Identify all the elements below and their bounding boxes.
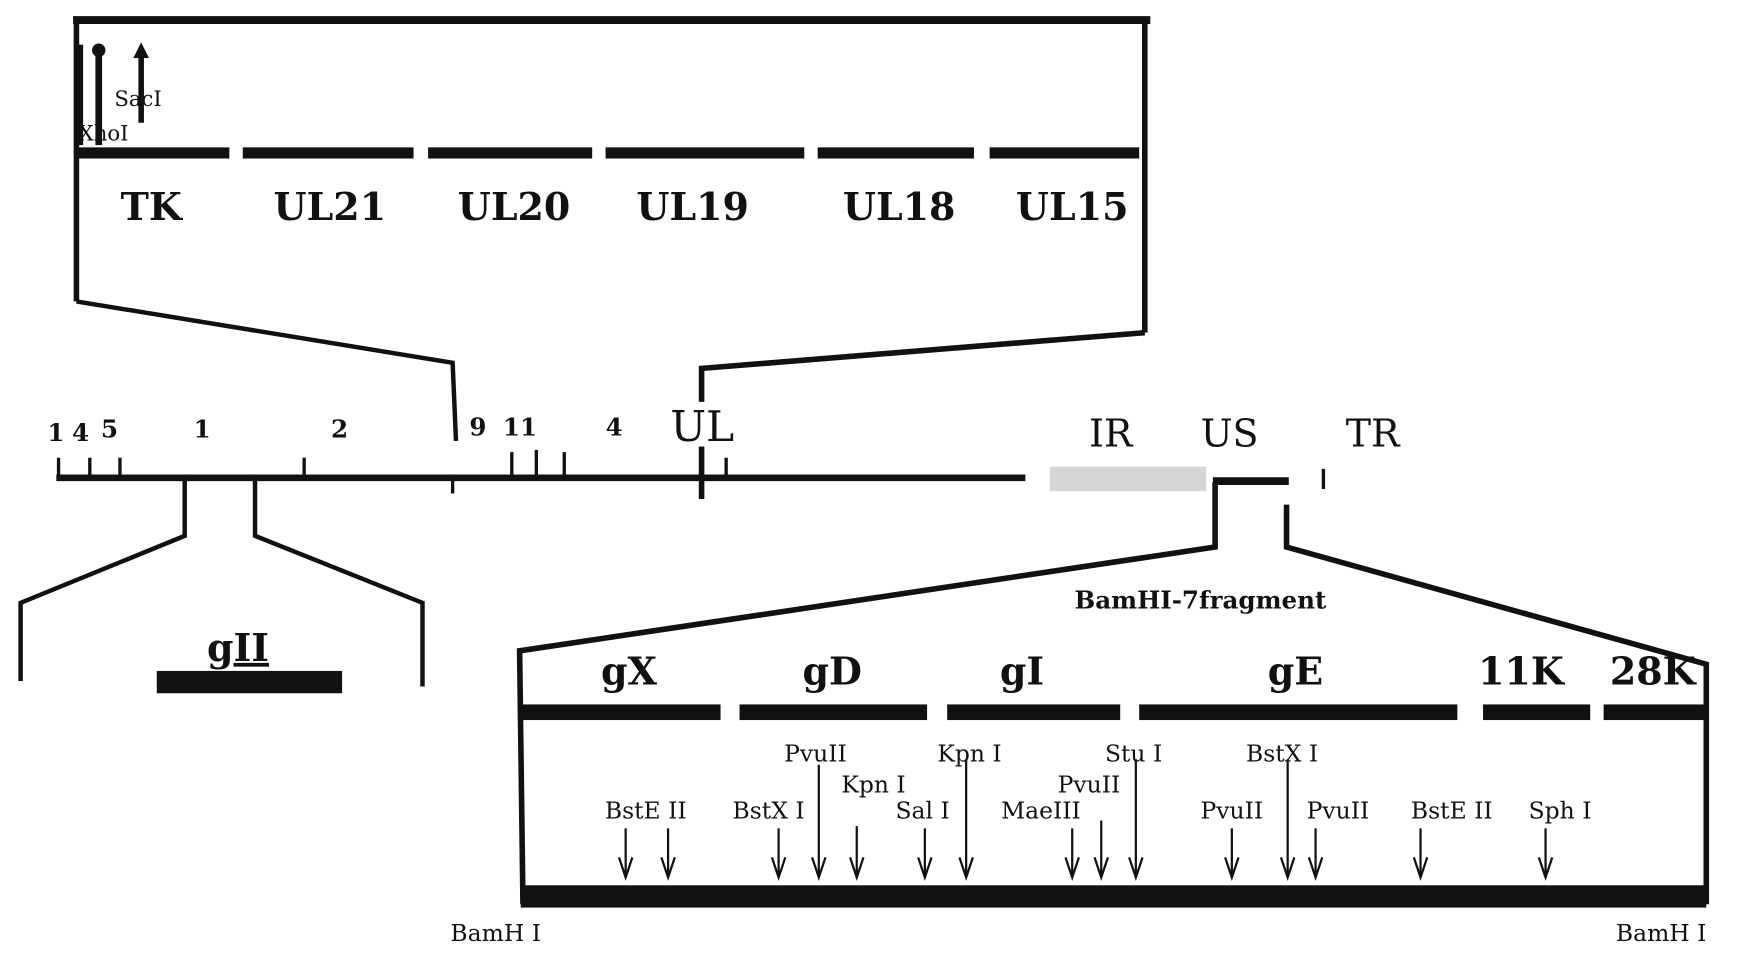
gene-bar [947, 704, 1121, 721]
arrow-down-icon [1128, 759, 1144, 881]
site-label: Sal I [896, 796, 950, 824]
site-saci: SacI [114, 87, 161, 112]
fragment-label: 2 [331, 415, 348, 444]
arrow-down-icon [1307, 828, 1324, 881]
gene-label: UL19 [636, 184, 749, 229]
gene-gii: gII [207, 625, 269, 670]
arrow-down-icon [660, 828, 676, 881]
arrow-down-icon [1279, 759, 1296, 881]
region-ul: UL [670, 403, 734, 452]
gene-bar [1139, 704, 1458, 721]
gene-label: UL18 [843, 184, 956, 229]
gene-label: gX [601, 648, 658, 693]
arrow-down-icon [848, 826, 865, 881]
site-label: Stu I [1105, 739, 1162, 767]
fragment-label: 4 [72, 418, 89, 447]
arrow-down-icon [1093, 820, 1109, 881]
genome-line: 1 4 5 1 2 9 11 4 UL IR US TR [47, 403, 1401, 500]
gene-label: UL20 [458, 184, 571, 229]
site-label: BstE II [605, 796, 687, 824]
gene-bar [242, 147, 414, 159]
fragment-label: 9 [469, 412, 486, 441]
gene-label: gI [1000, 648, 1044, 693]
gene-bar [739, 704, 928, 721]
site-label: Kpn I [937, 739, 1001, 767]
site-label: PvuII [1058, 771, 1121, 799]
fragment-title: BamHI-7fragment [1074, 585, 1327, 614]
arrow-up-icon [78, 42, 149, 146]
site-label: BstX I [1246, 739, 1318, 767]
site-label: PvuII [1307, 796, 1370, 824]
gii-insert: gII [18, 477, 425, 694]
bamhi-left-label: BamH I [450, 919, 541, 947]
arrow-down-icon [617, 828, 634, 881]
gene-label: UL21 [274, 184, 387, 229]
arrow-down-icon [1412, 828, 1429, 881]
gene-bar [989, 147, 1140, 159]
gene-bar [428, 147, 593, 159]
gene-label: 28K [1610, 648, 1698, 693]
gene-bar-gii [156, 670, 343, 694]
gene-bar [1603, 704, 1707, 721]
arrow-down-icon [811, 764, 827, 881]
ir-region-shade [1049, 466, 1207, 492]
gene-label: 11K [1478, 648, 1566, 693]
region-us: US [1201, 412, 1259, 456]
region-ir: IR [1089, 412, 1134, 456]
site-label: BstE II [1411, 796, 1493, 824]
gene-bar [76, 147, 230, 159]
arrow-down-icon [917, 828, 933, 881]
bamhi-fragment-bar [520, 885, 1707, 908]
site-label: BstX I [733, 796, 805, 824]
site-label: Kpn I [841, 771, 905, 799]
gene-label: TK [121, 184, 184, 229]
gene-bar [1483, 704, 1591, 721]
gene-label: UL15 [1016, 184, 1129, 229]
fragment-label: 1 [194, 415, 211, 444]
us-insert-box: BamHI-7fragment gX gD gI gE 11K 28K PvuII Kpn … [450, 482, 1710, 947]
arrow-down-icon [770, 828, 787, 881]
gene-label: gE [1268, 648, 1323, 693]
fragment-label: 5 [101, 415, 118, 444]
arrow-down-icon [1064, 828, 1080, 881]
fragment-label: 11 [503, 412, 537, 441]
region-tr: TR [1346, 412, 1401, 456]
arrow-down-icon [1224, 828, 1240, 881]
site-label: PvuII [784, 739, 847, 767]
gene-bar [605, 147, 805, 159]
site-label: PvuII [1201, 796, 1264, 824]
gene-bar [817, 147, 974, 159]
site-label: MaeIII [1001, 796, 1081, 824]
bamhi-right-label: BamH I [1616, 919, 1707, 947]
fragment-label: 1 [47, 418, 64, 447]
gene-bar [519, 704, 721, 721]
ul-insert-box: SacI XhoI TK UL21 UL20 UL19 UL18 UL15 [73, 16, 1151, 442]
site-label: Sph I [1529, 796, 1592, 824]
site-xhoi: XhoI [79, 122, 129, 147]
gene-label: gD [802, 648, 861, 693]
arrow-down-icon [958, 759, 974, 881]
arrow-down-icon [1537, 828, 1554, 881]
fragment-label: 4 [606, 412, 623, 441]
